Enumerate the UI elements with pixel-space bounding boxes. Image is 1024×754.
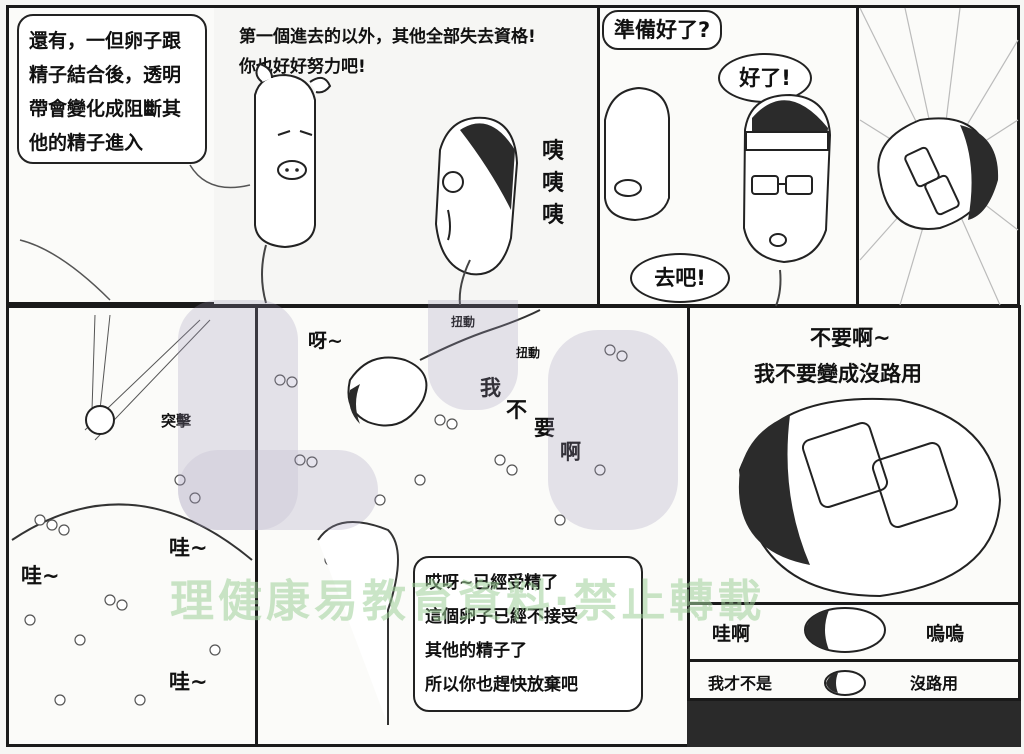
wa-a-sound: 哇啊 bbox=[712, 623, 751, 645]
fertilized-line-1: 哎呀~已經受精了 bbox=[425, 573, 559, 593]
not-useless-right: 沒路用 bbox=[910, 674, 959, 693]
instruction-line-1: 第一個進去的以外，其他全部失去資格! bbox=[239, 27, 536, 47]
narration-box: 還有，一但卵子跟 精子結合後，透明 帶會變化成阻斷其 他的精子進入 bbox=[17, 14, 207, 164]
dont-char-2: 不 bbox=[506, 398, 527, 422]
ya-sound: 呀~ bbox=[308, 330, 343, 352]
watermark-text: 理健康易教育資料‧禁止轉載 bbox=[170, 576, 766, 627]
panel-fertilized: 呀~ 扭動 扭動 我 不 要 啊 哎呀~已經受精了 這個卵子已經不接受 其他的精… bbox=[255, 305, 690, 747]
dont-char-3: 要 bbox=[534, 416, 555, 440]
dont-char-1: 我 bbox=[480, 376, 501, 400]
wa-right-top: 哇~ bbox=[169, 536, 208, 560]
twist-sfx-1: 扭動 bbox=[451, 315, 476, 329]
fertilized-line-3: 其他的精子了 bbox=[425, 641, 527, 661]
attack-sfx: 突擊 bbox=[161, 412, 192, 430]
dont-char-4: 啊 bbox=[560, 440, 581, 464]
wu-wu-sound: 嗚嗚 bbox=[926, 623, 965, 645]
bottom-black-strip bbox=[687, 701, 1021, 747]
fertilized-line-2: 這個卵子已經不接受 bbox=[425, 607, 578, 627]
scream-line-1: 不要啊~ bbox=[810, 326, 891, 350]
wa-left: 哇~ bbox=[21, 564, 60, 588]
ready-question-bubble: 準備好了? bbox=[602, 10, 722, 50]
twist-sfx-2: 扭動 bbox=[516, 346, 541, 360]
fertilized-narration-box: 哎呀~已經受精了 這個卵子已經不接受 其他的精子了 所以你也趕快放棄吧 bbox=[413, 556, 643, 712]
scream-line-2: 我不要變成沒路用 bbox=[754, 362, 922, 386]
panel-attack: 突擊 哇~ 哇~ 哇~ bbox=[6, 305, 258, 747]
wa-right-bottom: 哇~ bbox=[169, 670, 208, 694]
narration-line-1: 還有，一但卵子跟 bbox=[29, 30, 182, 52]
narration-line-3: 帶會變化成阻斷其 bbox=[29, 98, 182, 120]
not-useless-left: 我才不是 bbox=[708, 674, 773, 693]
surprise-sound: 咦 咦 咦 bbox=[541, 139, 564, 228]
fertilized-line-4: 所以你也趕快放棄吧 bbox=[425, 675, 578, 695]
narration-line-2: 精子結合後，透明 bbox=[29, 64, 182, 86]
narration-line-4: 他的精子進入 bbox=[29, 132, 144, 154]
panel-narration-zona: 還有，一但卵子跟 精子結合後，透明 帶會變化成阻斷其 他的精子進入 bbox=[6, 5, 214, 305]
go-bubble: 去吧! bbox=[630, 253, 730, 303]
